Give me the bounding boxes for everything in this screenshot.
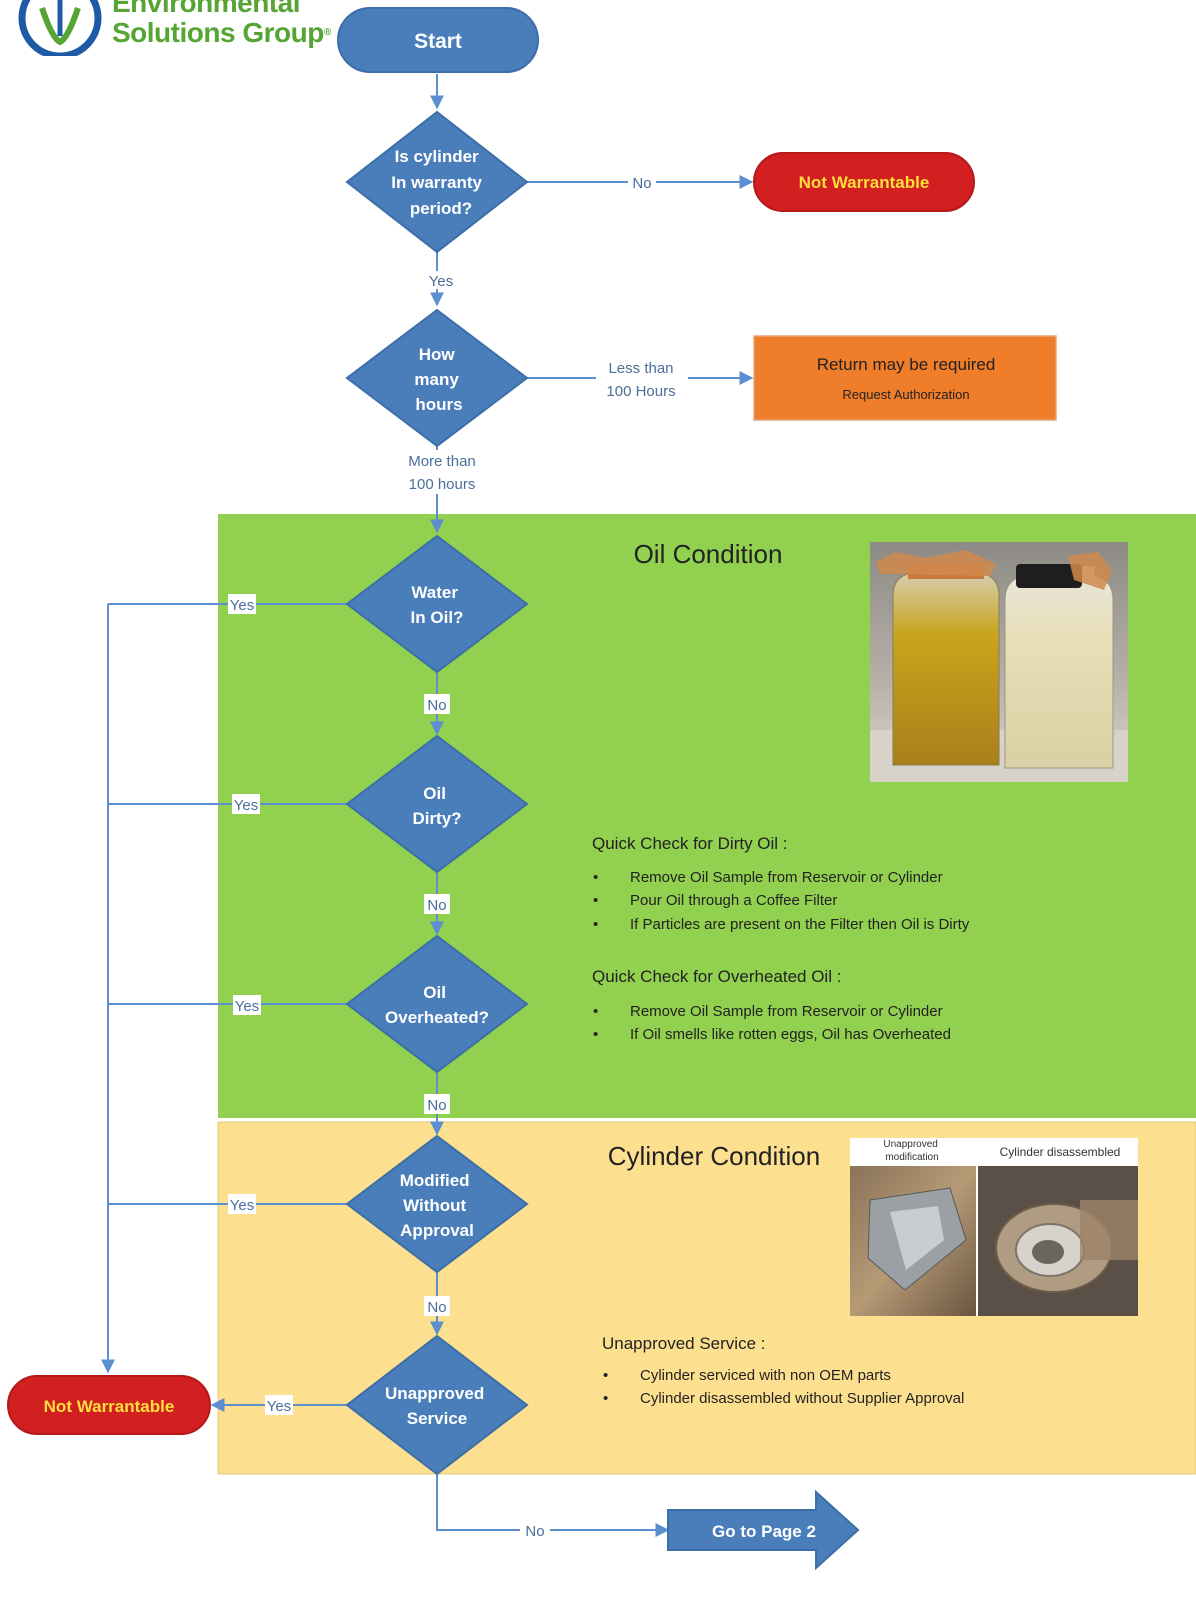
brand-name-line-1: Environmental bbox=[112, 0, 300, 18]
svg-text:Oil Overheated?: Oil Overheated? bbox=[385, 983, 489, 1027]
warranty-decision: Is cylinder In warranty period? bbox=[345, 110, 529, 254]
warranty-line-3: period? bbox=[410, 199, 472, 218]
logo-ring-icon bbox=[18, 0, 102, 56]
water-line-1: Water bbox=[411, 583, 458, 602]
modified-line-2: Without bbox=[403, 1196, 466, 1215]
unapproved-service-heading: Unapproved Service : bbox=[602, 1334, 765, 1353]
dirty-item-1: Remove Oil Sample from Reservoir or Cyli… bbox=[630, 869, 943, 886]
warranty-line-2: In warranty bbox=[391, 173, 482, 192]
dirty-bullet-3: • bbox=[593, 916, 598, 933]
dirty-oil-heading: Quick Check for Dirty Oil : bbox=[592, 834, 788, 853]
unapproved-decision: Unapproved Service bbox=[345, 1334, 529, 1476]
water-decision: Water In Oil? bbox=[345, 534, 529, 674]
label-overheated-yes: Yes bbox=[235, 998, 259, 1015]
overheated-decision: Oil Overheated? bbox=[345, 934, 529, 1074]
edge-unapproved-no bbox=[436, 1474, 670, 1537]
overheat-oil-heading: Quick Check for Overheated Oil : bbox=[592, 967, 841, 986]
label-less-than-1: Less than bbox=[608, 360, 673, 377]
dirty-line-1: Oil bbox=[423, 784, 446, 803]
overheated-line-2: Overheated? bbox=[385, 1008, 489, 1027]
modified-decision: Modified Without Approval bbox=[345, 1134, 529, 1274]
unapproved-line-2: Service bbox=[407, 1409, 468, 1428]
dirty-decision: Oil Dirty? bbox=[345, 734, 529, 874]
label-water-no: No bbox=[427, 697, 446, 714]
overheat-bullet-2: • bbox=[593, 1026, 598, 1043]
not-warrantable-top: Not Warrantable bbox=[753, 152, 975, 212]
start-label: Start bbox=[414, 30, 462, 53]
label-less-than-2: 100 Hours bbox=[606, 383, 675, 400]
service-bullet-2: • bbox=[603, 1390, 608, 1407]
label-water-yes: Yes bbox=[230, 597, 254, 614]
label-unapproved-no: No bbox=[525, 1523, 544, 1540]
hours-line-3: hours bbox=[415, 395, 462, 414]
go-to-page-2-arrow[interactable]: Go to Page 2 bbox=[667, 1489, 860, 1571]
warranty-line-1: Is cylinder bbox=[395, 147, 479, 166]
svg-text:Unapproved Service: Unapproved Service bbox=[385, 1384, 489, 1428]
return-required-title: Return may be required bbox=[817, 355, 996, 374]
label-overheated-no: No bbox=[427, 1097, 446, 1114]
photo-label-left-1: Unapproved bbox=[883, 1139, 937, 1150]
brand-logo bbox=[18, 0, 102, 56]
go-to-page-2-label: Go to Page 2 bbox=[712, 1522, 816, 1541]
label-dirty-yes: Yes bbox=[234, 797, 258, 814]
label-unapproved-yes: Yes bbox=[267, 1398, 291, 1415]
dirty-item-2: Pour Oil through a Coffee Filter bbox=[630, 892, 837, 909]
unapproved-service-list: • Cylinder serviced with non OEM parts •… bbox=[603, 1367, 964, 1407]
photo-label-right: Cylinder disassembled bbox=[1000, 1145, 1121, 1159]
svg-text:Modified Without A: Modified Without Approval bbox=[400, 1171, 475, 1240]
label-modified-yes: Yes bbox=[230, 1197, 254, 1214]
label-more-than-1: More than bbox=[408, 453, 476, 470]
service-item-2: Cylinder disassembled without Supplier A… bbox=[640, 1390, 964, 1407]
dirty-oil-list: • Remove Oil Sample from Reservoir or Cy… bbox=[593, 869, 970, 933]
svg-text:Is cylinder In warranty: Is cylinder In warranty period? bbox=[391, 147, 486, 218]
oil-sample-photo bbox=[870, 542, 1128, 782]
overheat-bullet-1: • bbox=[593, 1003, 598, 1020]
service-item-1: Cylinder serviced with non OEM parts bbox=[640, 1367, 891, 1384]
overheat-item-1: Remove Oil Sample from Reservoir or Cyli… bbox=[630, 1003, 943, 1020]
overheat-item-2: If Oil smells like rotten eggs, Oil has … bbox=[630, 1026, 951, 1043]
svg-text:Unapproved modification: Unapproved modification bbox=[883, 1139, 940, 1163]
label-modified-no: No bbox=[427, 1299, 446, 1316]
hours-line-1: How bbox=[419, 345, 456, 364]
overheated-line-1: Oil bbox=[423, 983, 446, 1002]
not-warrantable-top-label: Not Warrantable bbox=[799, 173, 930, 192]
dirty-line-2: Dirty? bbox=[412, 809, 461, 828]
not-warrantable-bottom: Not Warrantable bbox=[7, 1375, 211, 1435]
svg-text:Oil Dirty?: Oil Dirty? bbox=[412, 784, 461, 828]
brand-name-line-2: Solutions Group bbox=[112, 17, 324, 48]
dirty-bullet-2: • bbox=[593, 892, 598, 909]
return-required-sub: Request Authorization bbox=[842, 387, 969, 402]
label-warranty-no: No bbox=[632, 175, 651, 192]
hours-decision: How many hours bbox=[345, 308, 529, 448]
cylinder-photo: Unapproved modification Cylinder disasse… bbox=[850, 1138, 1138, 1316]
modified-line-3: Approval bbox=[400, 1221, 474, 1240]
svg-text:How many hours: How many hours bbox=[414, 345, 463, 414]
label-dirty-no: No bbox=[427, 897, 446, 914]
registered-mark: ® bbox=[323, 27, 331, 38]
start-node: Start bbox=[337, 7, 539, 73]
water-line-2: In Oil? bbox=[411, 608, 464, 627]
oil-panel-title: Oil Condition bbox=[634, 539, 783, 569]
service-bullet-1: • bbox=[603, 1367, 608, 1384]
brand-name: Environmental Solutions Group® bbox=[112, 0, 331, 48]
dirty-item-3: If Particles are present on the Filter t… bbox=[630, 916, 970, 933]
dirty-bullet-1: • bbox=[593, 869, 598, 886]
overheat-oil-list: • Remove Oil Sample from Reservoir or Cy… bbox=[593, 1003, 951, 1043]
edge-labels: No Yes Less than 100 Hours More than 100… bbox=[228, 173, 688, 1540]
cylinder-panel-title: Cylinder Condition bbox=[608, 1141, 820, 1171]
photo-label-left-2: modification bbox=[885, 1152, 938, 1163]
hours-line-2: many bbox=[414, 370, 459, 389]
svg-text:Water In Oil?: Water In Oil? bbox=[411, 583, 464, 627]
unapproved-line-1: Unapproved bbox=[385, 1384, 484, 1403]
modified-line-1: Modified bbox=[400, 1171, 470, 1190]
label-warranty-yes: Yes bbox=[429, 273, 453, 290]
label-more-than-2: 100 hours bbox=[409, 476, 476, 493]
return-required-box: Return may be required Request Authoriza… bbox=[753, 335, 1057, 421]
not-warrantable-bottom-label: Not Warrantable bbox=[44, 1397, 175, 1416]
logo-leaf-icon bbox=[39, 7, 81, 46]
